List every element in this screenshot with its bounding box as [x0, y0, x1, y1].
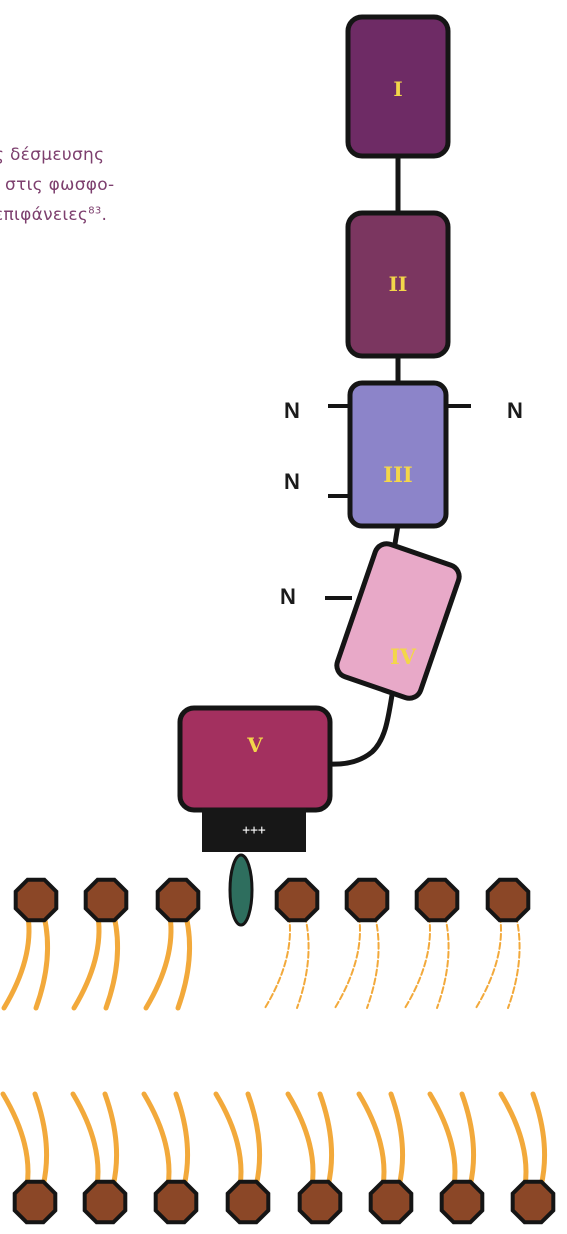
domain-V	[177, 705, 333, 813]
linker-IV-V	[327, 694, 395, 767]
positive-charge-label: +++	[242, 823, 266, 838]
lipid-tail	[175, 913, 193, 1011]
lipid-tail	[388, 1091, 406, 1189]
glycan-label-3: N	[284, 469, 300, 494]
lipid-lower-4	[285, 1091, 343, 1225]
caption-text: ς δέσμευσης Ι στις φωσφο- επιφάνειες83.	[0, 140, 194, 230]
lipid-tail	[141, 1091, 172, 1189]
lipid-tail	[71, 913, 102, 1011]
lipid-tail	[33, 913, 51, 1011]
lipid-lower-2	[141, 1091, 199, 1225]
lipid-tail	[285, 1091, 316, 1189]
lipid-lower-1	[70, 1091, 128, 1225]
lipid-head	[155, 877, 201, 923]
domain-V-label: V	[246, 733, 263, 757]
lipid-tail	[436, 915, 450, 1009]
domain-II	[345, 210, 451, 359]
lipid-upper-6	[475, 877, 531, 1009]
lipid-head	[225, 1179, 271, 1225]
lipid-lower-3	[213, 1091, 271, 1225]
lipid-tail	[317, 1091, 335, 1189]
lipid-head	[274, 877, 320, 923]
lipid-lower-7	[498, 1091, 556, 1225]
lipid-tail	[427, 1091, 458, 1189]
caption-line-3-end: .	[101, 205, 108, 225]
lipid-upper-0	[1, 877, 59, 1011]
lipid-tail	[404, 915, 431, 1009]
lipid-upper-4	[334, 877, 390, 1009]
lipid-upper-1	[71, 877, 129, 1011]
lipid-tail	[245, 1091, 263, 1189]
lipid-tail	[356, 1091, 387, 1189]
domain-IV	[334, 541, 462, 701]
lipid-tail	[173, 1091, 191, 1189]
membrane-binding-element	[228, 853, 254, 927]
domain-I-label: I	[393, 77, 402, 101]
lipid-head	[13, 877, 59, 923]
lipid-head	[414, 877, 460, 923]
lipid-head	[439, 1179, 485, 1225]
lipid-tail	[296, 915, 310, 1009]
caption-reference: 83	[88, 205, 102, 217]
lipid-head	[485, 877, 531, 923]
glycan-label-1: N	[284, 398, 300, 423]
domain-III-label: III	[383, 462, 412, 487]
lipid-tail	[264, 915, 291, 1009]
lipid-tail	[498, 1091, 529, 1189]
lipid-upper-3	[264, 877, 320, 1009]
positive-charge-block	[202, 808, 306, 852]
lipid-head	[297, 1179, 343, 1225]
lipid-head	[344, 877, 390, 923]
domain-II-label: II	[389, 272, 408, 296]
lipid-upper-2	[143, 877, 201, 1011]
lipid-tail	[1, 913, 32, 1011]
lipid-lower-0	[0, 1091, 58, 1225]
lipid-tail	[143, 913, 174, 1011]
lipid-tail	[507, 915, 521, 1009]
lipid-head	[83, 877, 129, 923]
lipid-head	[12, 1179, 58, 1225]
lipid-tail	[103, 913, 121, 1011]
lipid-lower-6	[427, 1091, 485, 1225]
caption-line-2: Ι στις φωσφο-	[0, 175, 115, 195]
lipid-upper-5	[404, 877, 460, 1009]
domain-IV-group	[334, 541, 462, 701]
lipid-tail	[475, 915, 502, 1009]
lipid-bilayer	[0, 877, 556, 1225]
domain-I	[345, 14, 451, 159]
caption-line-1: ς δέσμευσης	[0, 145, 105, 165]
glycan-label-4: N	[280, 584, 296, 609]
caption-line-3: επιφάνειες83.	[0, 200, 194, 230]
domain-III	[347, 380, 449, 529]
lipid-tail	[102, 1091, 120, 1189]
lipid-tail	[213, 1091, 244, 1189]
lipid-lower-5	[356, 1091, 414, 1225]
lipid-head	[510, 1179, 556, 1225]
lipid-tail	[366, 915, 380, 1009]
lipid-head	[368, 1179, 414, 1225]
glycan-label-2: N	[507, 398, 523, 423]
lipid-tail	[530, 1091, 548, 1189]
lipid-tail	[459, 1091, 477, 1189]
lipid-tail	[0, 1091, 31, 1189]
lipid-head	[153, 1179, 199, 1225]
lipid-tail	[32, 1091, 50, 1189]
lipid-tail	[334, 915, 361, 1009]
caption-line-3-text: επιφάνειες	[0, 205, 89, 225]
lipid-head	[82, 1179, 128, 1225]
domain-IV-label: IV	[390, 644, 417, 669]
lipid-tail	[70, 1091, 101, 1189]
